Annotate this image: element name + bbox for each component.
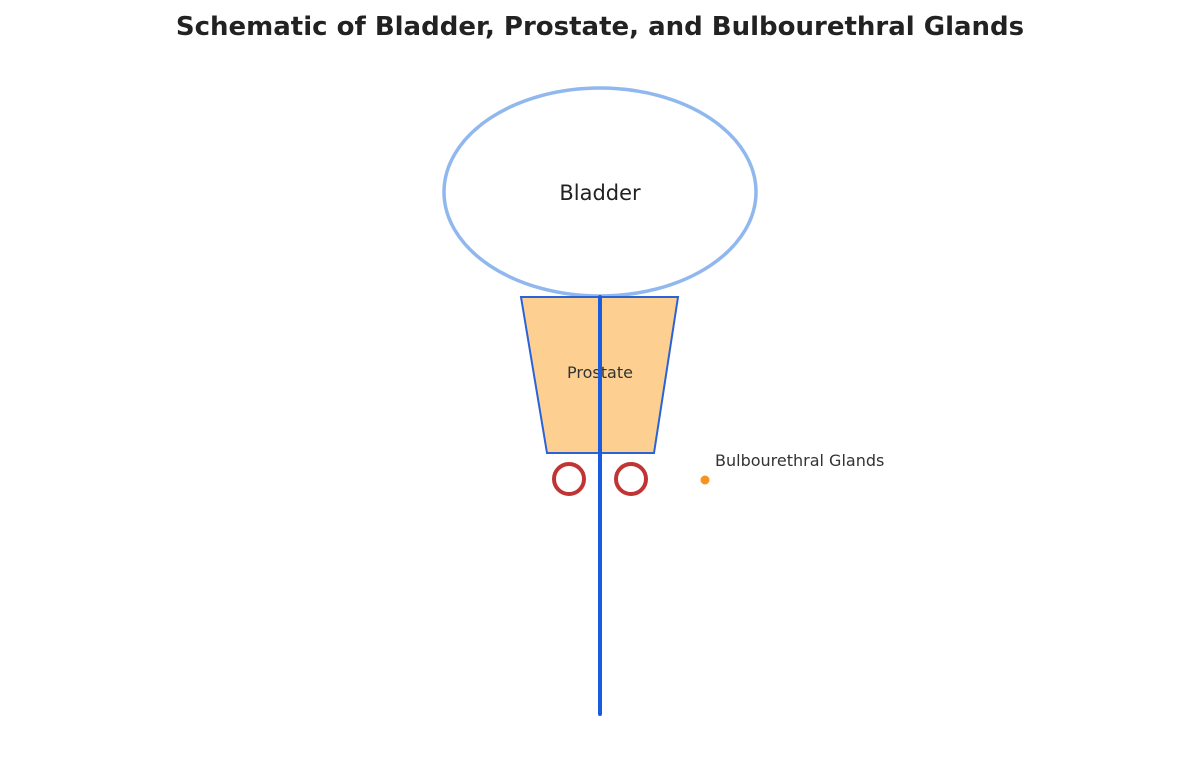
page-title: Schematic of Bladder, Prostate, and Bulb…: [175, 12, 1025, 42]
bulbourethral-gland-left: [552, 462, 586, 496]
bulbourethral-marker-dot: [700, 475, 710, 485]
bulbourethral-gland-right: [614, 462, 648, 496]
bulbourethral-label: Bulbourethral Glands: [715, 451, 884, 470]
bladder-label: Bladder: [559, 181, 641, 205]
